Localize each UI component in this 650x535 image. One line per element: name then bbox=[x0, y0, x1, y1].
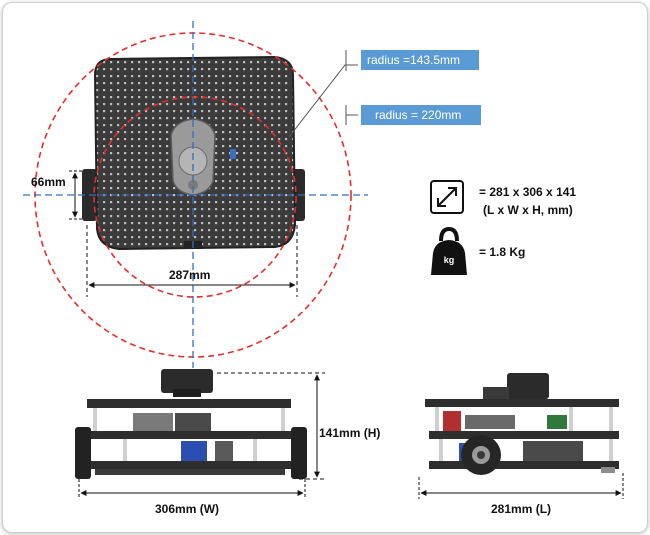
lidar-mount bbox=[188, 180, 198, 190]
dim-281-label: 281mm (L) bbox=[491, 502, 551, 516]
dim-306-label: 306mm (W) bbox=[155, 502, 219, 516]
red-board bbox=[443, 411, 461, 431]
board-component bbox=[230, 149, 236, 159]
kettlebell-weight-icon: kg bbox=[431, 226, 467, 275]
callout-text: radius =143.5mm bbox=[367, 53, 460, 67]
robot-side-view bbox=[425, 373, 619, 475]
callout-text: radius = 220mm bbox=[375, 108, 461, 122]
expand-arrows-icon bbox=[430, 180, 464, 214]
size-spec-line2: (L x W x H, mm) bbox=[483, 203, 573, 217]
lidar bbox=[161, 369, 213, 393]
robot-dimension-diagram: radius =143.5mm radius = 220mm 66mm 287m… bbox=[23, 21, 624, 516]
callout-box bbox=[361, 105, 481, 125]
dim-287-label: 287mm bbox=[169, 268, 210, 282]
callout-radius-large: radius = 220mm bbox=[361, 105, 481, 125]
callout-leader-small bbox=[288, 64, 358, 138]
bottom-plate bbox=[429, 461, 619, 469]
left-wheel bbox=[75, 427, 91, 479]
top-plate bbox=[87, 399, 291, 408]
middle-plate bbox=[87, 431, 291, 439]
robot-front-view bbox=[75, 369, 307, 479]
green-board bbox=[547, 415, 567, 429]
size-spec-line1: = 281 x 306 x 141 bbox=[479, 185, 576, 199]
dim-66-label: 66mm bbox=[31, 175, 66, 189]
weight-spec: = 1.8 Kg bbox=[479, 245, 525, 259]
battery bbox=[181, 441, 207, 461]
dim-141-label: 141mm (H) bbox=[319, 426, 380, 440]
lidar bbox=[507, 373, 549, 399]
middle-plate bbox=[429, 431, 619, 439]
circle-radius-143 bbox=[93, 96, 297, 298]
callout-radius-small: radius =143.5mm bbox=[361, 50, 479, 70]
right-wheel bbox=[291, 427, 307, 479]
bottom-plate bbox=[87, 461, 291, 469]
kg-label: kg bbox=[444, 255, 455, 265]
top-plate bbox=[425, 399, 619, 407]
callout-box bbox=[361, 50, 479, 70]
